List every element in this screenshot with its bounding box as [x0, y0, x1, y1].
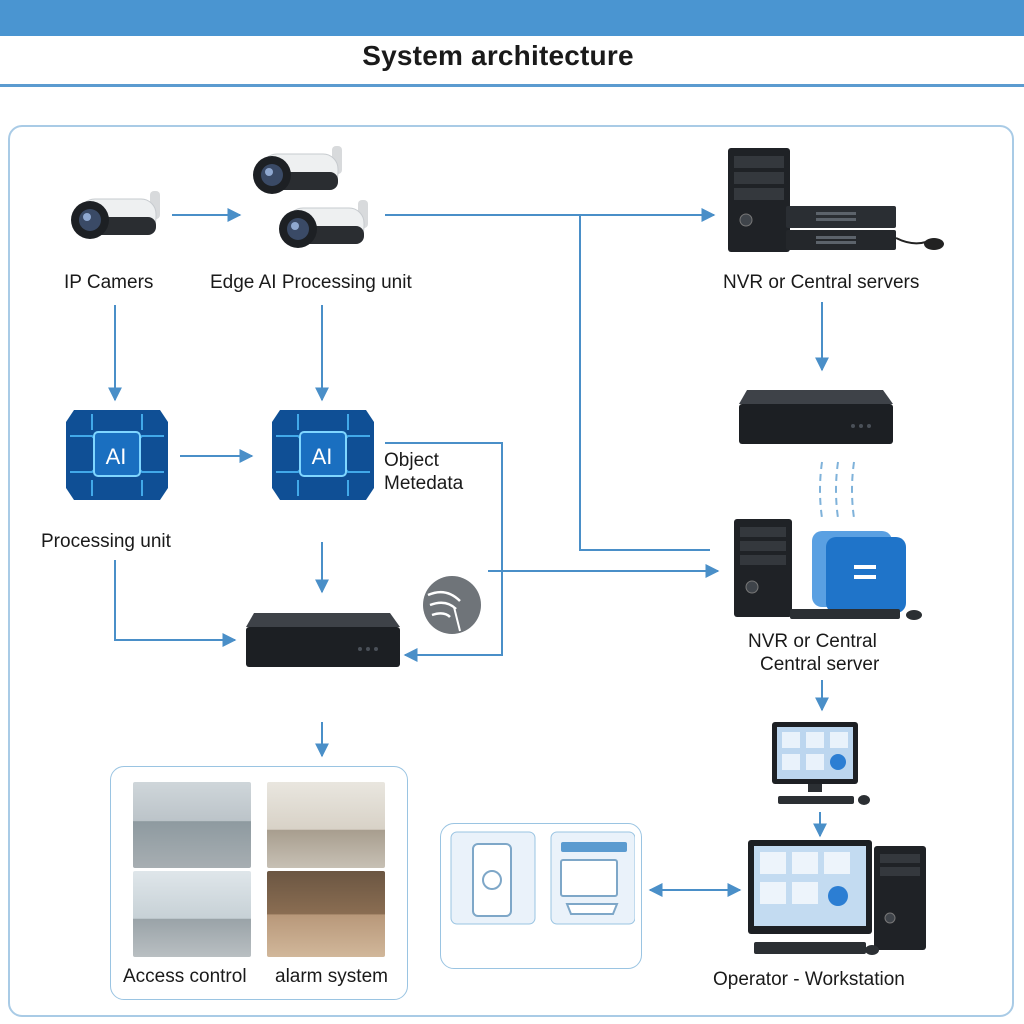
- cctv-camera-icon: [71, 191, 160, 239]
- access-control-photo: [133, 782, 251, 868]
- workstation-icon: [748, 840, 926, 955]
- ip-cameras-label: IP Camers: [64, 272, 154, 293]
- arrow-metadata-to-recorder: [385, 442, 503, 662]
- nvr-central-label-line2: Central server: [760, 654, 880, 675]
- devices-panel: [440, 823, 642, 969]
- alarm-system-photo: [267, 782, 385, 868]
- ai-chip-icon: [272, 410, 374, 500]
- alarm-system-label: alarm system: [275, 966, 388, 987]
- object-metadata-label-line1: Object: [384, 450, 439, 471]
- processing-unit-label: Processing unit: [41, 531, 171, 552]
- diagram-frame: [8, 125, 1014, 1017]
- ai-chip-text: AI: [311, 444, 333, 469]
- line-trunk-to-nvr-central: [579, 215, 710, 551]
- nvr-servers-label: NVR or Central servers: [723, 272, 920, 293]
- server-tower-icon: [734, 519, 922, 620]
- access-alarm-panel: Access control alarm system: [110, 766, 408, 1000]
- access-control-label: Access control: [123, 966, 247, 987]
- wireless-signal-lines: [819, 461, 855, 519]
- signal-dish-icon: [423, 576, 481, 634]
- title-divider: [0, 84, 1024, 87]
- top-accent-bar: [0, 0, 1024, 36]
- monitor-icon: [772, 722, 870, 805]
- page-title: System architecture: [362, 40, 634, 71]
- cctv-camera-icon: [253, 146, 342, 194]
- nvr-central-label-line1: NVR or Central: [748, 631, 877, 652]
- alarm-system-photo: [267, 871, 385, 957]
- nvr-box-icon: [246, 613, 400, 667]
- operator-workstation-label: Operator - Workstation: [713, 969, 905, 990]
- arrow-proc-to-recorder: [114, 560, 237, 647]
- ai-chip-text: AI: [105, 444, 127, 469]
- edge-unit-label: Edge AI Processing unit: [210, 272, 412, 293]
- cctv-camera-icon: [279, 200, 368, 248]
- nvr-box-icon: [739, 390, 893, 444]
- server-tower-icon: [728, 148, 944, 252]
- access-control-photo: [133, 871, 251, 957]
- devices-icons: [450, 831, 635, 925]
- object-metadata-label-line2: Metedata: [384, 473, 464, 494]
- ai-chip-icon: [66, 410, 168, 500]
